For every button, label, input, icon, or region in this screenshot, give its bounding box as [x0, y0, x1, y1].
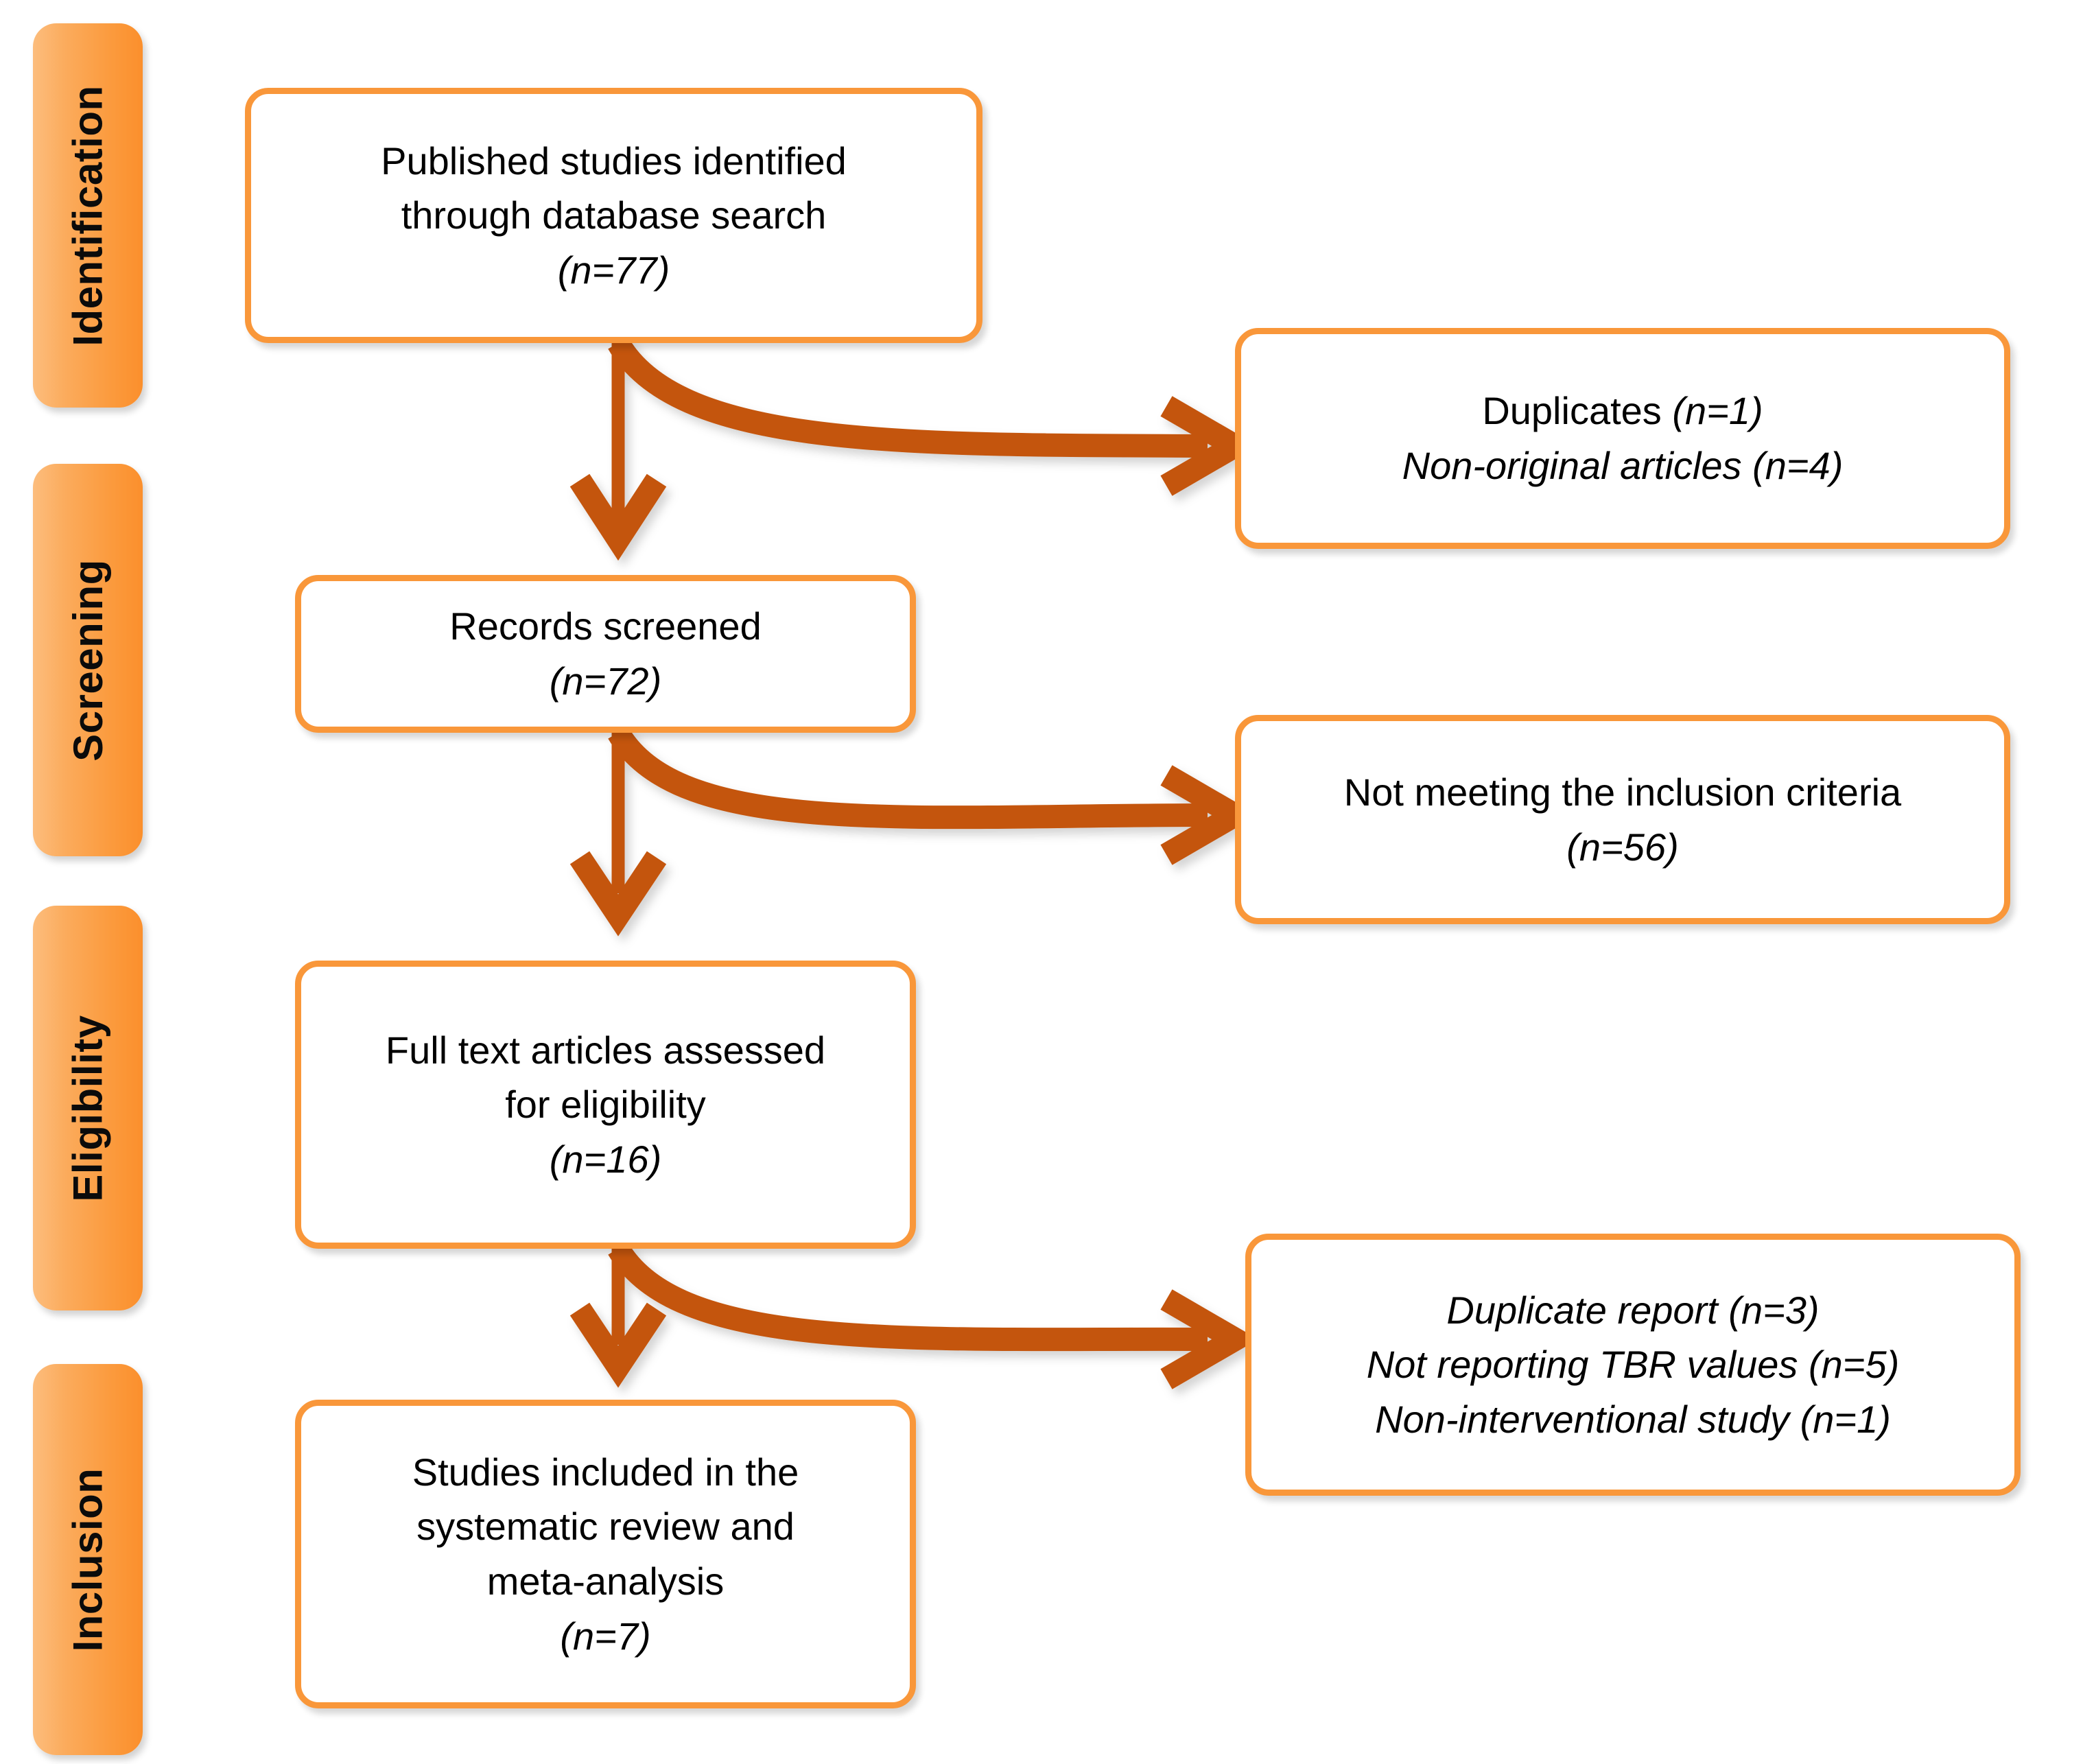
exclusion-box-screening: Not meeting the inclusion criteria (n=56…: [1235, 715, 2010, 924]
down-arrow-1: [569, 343, 667, 561]
exclusion-identification-line-1: Duplicates (n=1): [1482, 384, 1763, 438]
exclusion-eligibility-line-1: Duplicate report (n=3): [1446, 1288, 1820, 1332]
exclusion-box-identification: Duplicates (n=1) Non-original articles (…: [1235, 328, 2010, 549]
stage-label-identification: Identification: [64, 84, 111, 346]
exclusion-eligibility-line-2: Not reporting TBR values (n=5): [1366, 1343, 1900, 1387]
stage-tab-screening: Screening: [33, 464, 143, 856]
exclusion-eligibility-line-3: Non-interventional study (n=1): [1375, 1397, 1891, 1441]
flow-box-screened-line-1: Records screened: [449, 604, 762, 648]
flow-box-screened-count: (n=72): [549, 659, 662, 703]
flow-box-included-line-2: systematic review and: [416, 1505, 795, 1549]
flow-box-included-count: (n=7): [560, 1614, 651, 1658]
flow-box-included-line-3: meta-analysis: [486, 1560, 725, 1603]
stage-tab-eligibility: Eligibility: [33, 906, 143, 1310]
flow-box-full-text: Full text articles assessed for eligibil…: [295, 961, 916, 1249]
flow-box-included-line-1: Studies included in the: [412, 1450, 799, 1494]
curve-arrow-1: [608, 337, 1258, 496]
flow-box-screened: Records screened (n=72): [295, 575, 916, 733]
stage-label-screening: Screening: [64, 558, 111, 762]
stage-tab-identification: Identification: [33, 23, 143, 408]
exclusion-identification-label-1: Duplicates: [1482, 389, 1673, 433]
stage-label-eligibility: Eligibility: [64, 1014, 111, 1202]
flow-box-full-text-line-2: for eligibility: [505, 1083, 706, 1127]
flow-box-identified-count: (n=77): [557, 248, 670, 292]
exclusion-identification-count-1: (n=1): [1672, 389, 1763, 433]
flow-box-identified: Published studies identified through dat…: [245, 88, 982, 343]
curve-arrow-2: [608, 727, 1258, 865]
flow-box-full-text-line-1: Full text articles assessed: [385, 1028, 826, 1072]
down-arrow-2: [569, 733, 667, 937]
curve-arrow-3: [608, 1243, 1258, 1389]
exclusion-box-eligibility: Duplicate report (n=3) Not reporting TBR…: [1245, 1234, 2021, 1496]
stage-label-inclusion: Inclusion: [64, 1468, 111, 1651]
exclusion-screening-count: (n=56): [1566, 825, 1679, 869]
stage-tab-inclusion: Inclusion: [33, 1364, 143, 1755]
flow-box-full-text-count: (n=16): [549, 1137, 662, 1181]
down-arrow-3: [569, 1249, 667, 1388]
flow-box-identified-line-2: through database search: [401, 193, 827, 237]
flow-box-identified-line-1: Published studies identified: [381, 139, 847, 183]
flow-box-included: Studies included in the systematic revie…: [295, 1400, 916, 1708]
exclusion-identification-line-2: Non-original articles (n=4): [1402, 444, 1844, 487]
exclusion-screening-line-1: Not meeting the inclusion criteria: [1343, 770, 1902, 814]
